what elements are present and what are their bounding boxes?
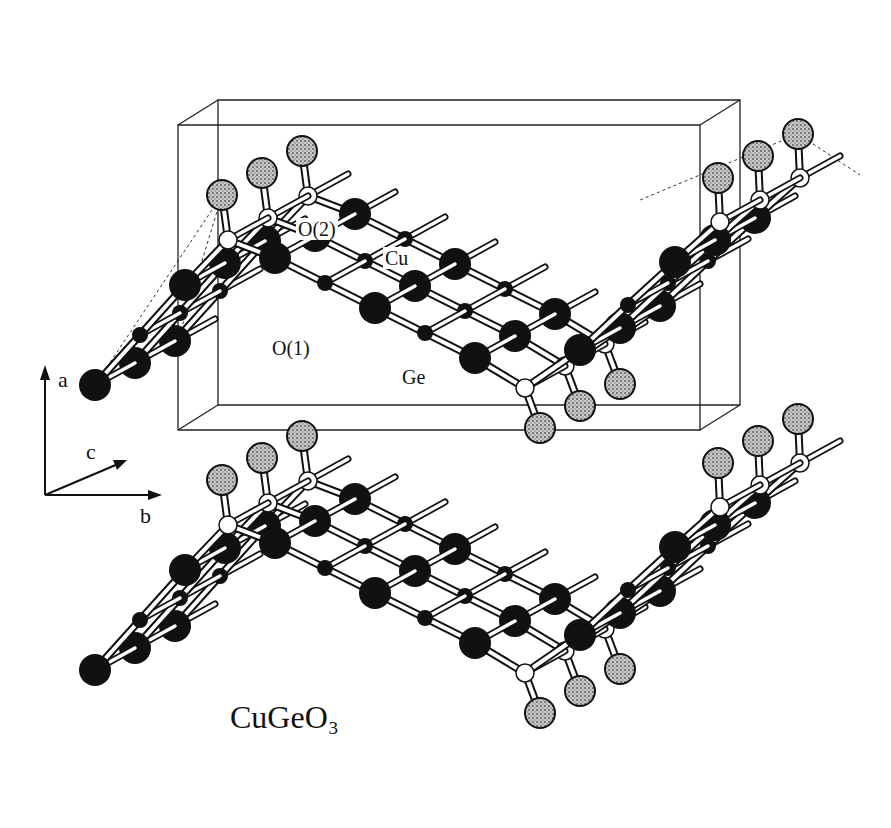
axis-label-holder: c bbox=[84, 440, 98, 464]
atom-label-holder: O(2) bbox=[296, 218, 338, 240]
axis-label: c bbox=[84, 439, 98, 464]
structure-layer bbox=[79, 119, 840, 443]
axis-label: a bbox=[56, 367, 70, 392]
atom-label-holder: Cu bbox=[383, 247, 410, 269]
formula-title-holder: CuGeO₃ bbox=[228, 700, 341, 735]
structure-layer bbox=[79, 404, 840, 728]
atom-label-holder: O(1) bbox=[270, 337, 312, 359]
axis-label: b bbox=[138, 503, 153, 528]
formula-title: CuGeO₃ bbox=[228, 699, 341, 735]
axis-label-holder: b bbox=[138, 504, 153, 528]
axis-label-holder: a bbox=[56, 368, 70, 392]
atom-label: O(2) bbox=[296, 218, 338, 240]
atom-label: Cu bbox=[383, 247, 410, 269]
atom-label: O(1) bbox=[270, 337, 312, 359]
axis-arrows bbox=[40, 365, 162, 500]
atom-label-holder: Ge bbox=[400, 366, 427, 388]
atom-label: Ge bbox=[400, 366, 427, 388]
